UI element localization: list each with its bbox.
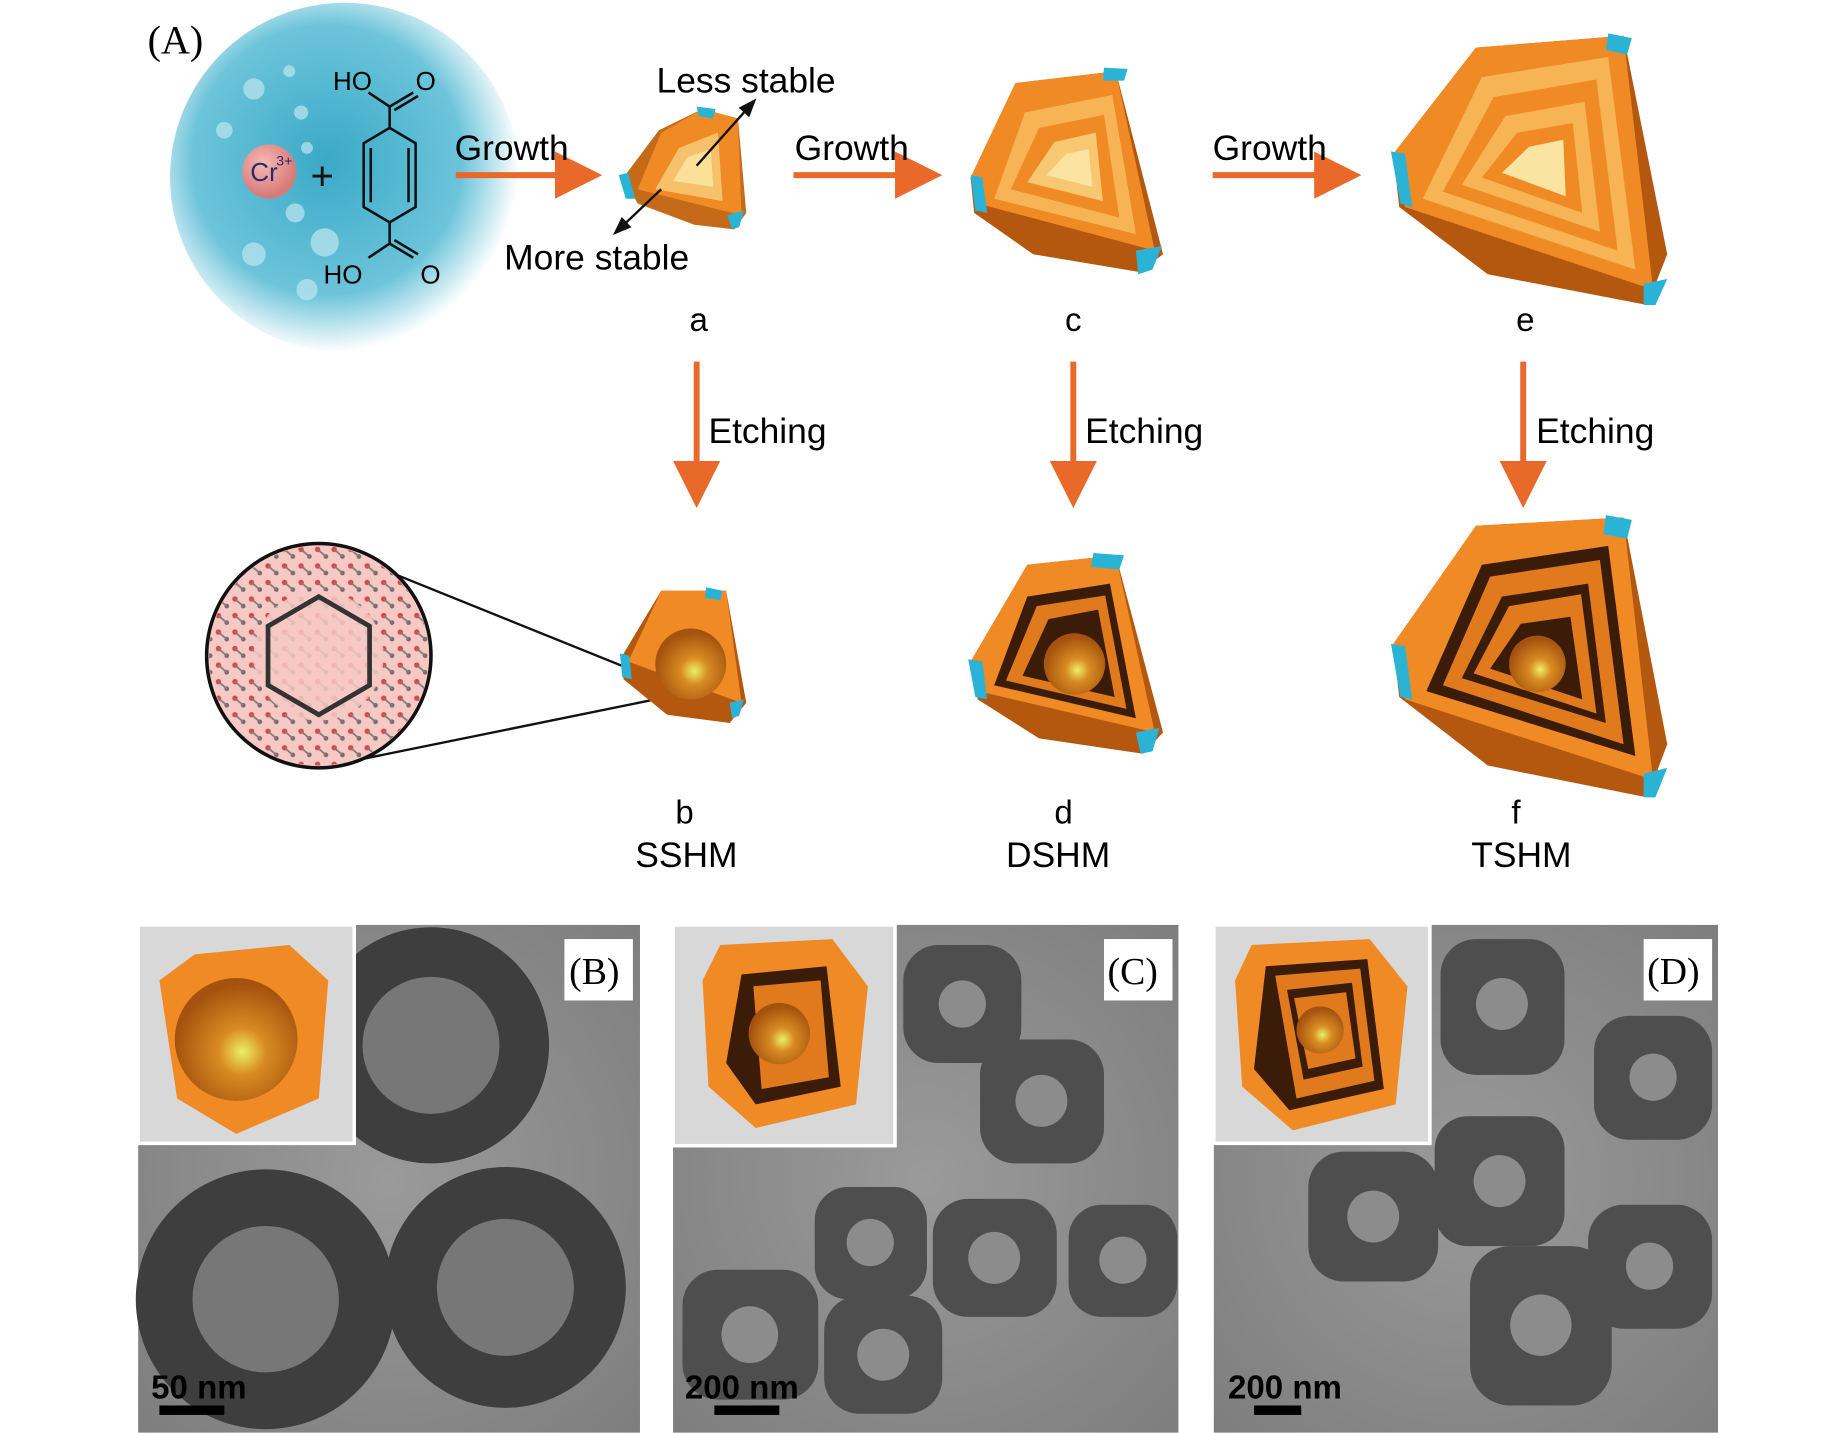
more-stable-pointer bbox=[612, 188, 663, 236]
crystal-c bbox=[970, 67, 1164, 275]
less-stable-label: Less stable bbox=[657, 60, 836, 100]
etching-label: Etching bbox=[1085, 411, 1203, 451]
structure-name-sshm: SSHM bbox=[635, 835, 737, 875]
crystal-a bbox=[618, 106, 747, 230]
panel-label-b: (B) bbox=[569, 951, 619, 993]
growth-label: Growth bbox=[795, 128, 909, 168]
crystal-d-dshm bbox=[968, 552, 1164, 754]
linker-label-ho-top: HO bbox=[333, 66, 372, 96]
lattice-magnification bbox=[204, 541, 676, 770]
terephthalic-acid-structure bbox=[362, 91, 419, 259]
structure-name-dshm: DSHM bbox=[1006, 835, 1110, 875]
panel-label-a: (A) bbox=[148, 17, 204, 62]
etching-arrow-3: Etching bbox=[1499, 361, 1654, 509]
scale-bar bbox=[714, 1405, 780, 1415]
tem-panel-d: (D) 200 nm bbox=[1212, 923, 1719, 1433]
scale-bar-label: 200 nm bbox=[685, 1369, 799, 1406]
scale-bar bbox=[159, 1405, 225, 1415]
panel-label-c: (C) bbox=[1108, 951, 1158, 993]
stage-label-a: a bbox=[690, 302, 709, 339]
stage-label-b: b bbox=[675, 794, 693, 831]
chromium-ion bbox=[242, 144, 297, 199]
scale-bar-label: 50 nm bbox=[151, 1369, 247, 1406]
linker-label-ho-bottom: HO bbox=[324, 260, 363, 290]
crystal-e bbox=[1390, 33, 1668, 306]
growth-arrow-2: Growth bbox=[793, 128, 943, 199]
scale-bar-label: 200 nm bbox=[1228, 1369, 1342, 1406]
ion-symbol: Cr bbox=[250, 157, 278, 187]
etching-arrow-2: Etching bbox=[1049, 361, 1203, 509]
growth-arrow-3: Growth bbox=[1212, 128, 1362, 199]
growth-label: Growth bbox=[1213, 128, 1327, 168]
plus-sign: + bbox=[311, 153, 334, 198]
crystal-f-tshm bbox=[1390, 515, 1668, 798]
tem-panel-c: (C) 200 nm bbox=[671, 923, 1179, 1433]
solution-sphere: Cr 3+ + HO O HO O bbox=[170, 2, 520, 353]
growth-label: Growth bbox=[455, 128, 569, 168]
panel-label-d: (D) bbox=[1647, 951, 1699, 993]
growth-arrow-1: Growth bbox=[455, 128, 603, 199]
more-stable-label: More stable bbox=[504, 238, 689, 278]
stage-label-c: c bbox=[1065, 302, 1082, 339]
linker-label-o-bottom: O bbox=[420, 260, 440, 290]
stage-label-f: f bbox=[1511, 794, 1521, 831]
ion-charge: 3+ bbox=[276, 154, 292, 170]
etching-label: Etching bbox=[1536, 411, 1654, 451]
etching-arrow-1: Etching bbox=[673, 361, 827, 509]
structure-name-tshm: TSHM bbox=[1471, 835, 1571, 875]
linker-label-o-top: O bbox=[416, 66, 436, 96]
etching-label: Etching bbox=[708, 411, 826, 451]
scale-bar bbox=[1253, 1405, 1302, 1415]
stage-label-d: d bbox=[1054, 794, 1072, 831]
tem-panel-b: (B) 50 nm bbox=[135, 923, 640, 1433]
less-stable-pointer bbox=[695, 98, 757, 167]
crystal-b-sshm bbox=[619, 587, 747, 723]
stage-label-e: e bbox=[1516, 302, 1534, 339]
